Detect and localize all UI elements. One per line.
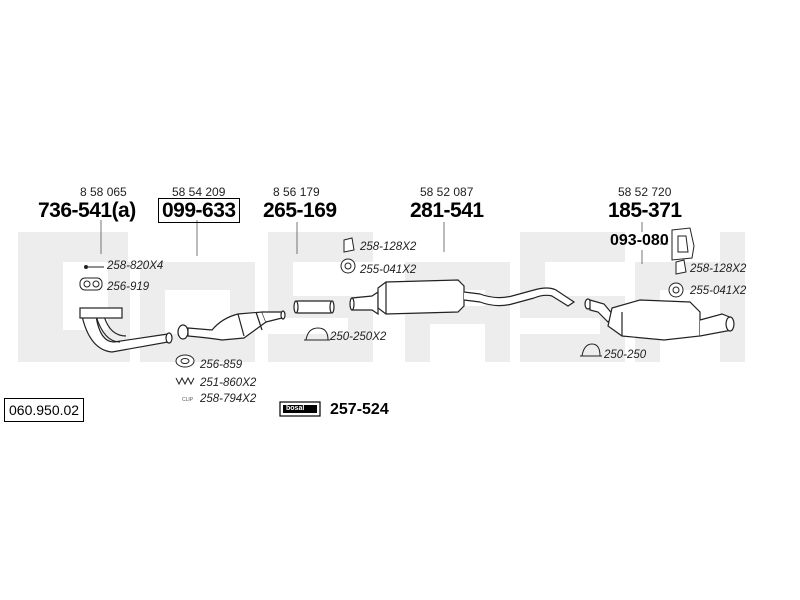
diagram-reference: 060.950.02 xyxy=(4,398,85,422)
accessory-gasket-front: 256-919 xyxy=(107,281,150,293)
rear-silencer-185-371 xyxy=(584,298,735,341)
middle-silencer-281-541 xyxy=(349,279,576,316)
oe-number-1: 8 58 065 xyxy=(80,185,127,199)
part-number-middle-silencer: 281-541 xyxy=(410,199,484,222)
pipe-265-169 xyxy=(293,300,335,314)
kit-part-number: 257-524 xyxy=(330,401,389,418)
clip-mark: CLIP xyxy=(182,397,194,403)
small-parts xyxy=(79,227,695,386)
accessory-clip: 258-794X2 xyxy=(200,393,257,405)
part-number-rear-silencer: 185-371 xyxy=(608,199,682,222)
oe-number-5: 58 52 720 xyxy=(618,185,672,199)
accessory-clamp-pipe: 250-250X2 xyxy=(330,331,387,343)
accessory-clamp-rear: 258-128X2 xyxy=(690,263,747,275)
part-number-pipe: 265-169 xyxy=(263,199,337,222)
accessory-rubber-middle: 255-041X2 xyxy=(360,264,417,276)
brand-watermark xyxy=(18,232,745,362)
oe-number-4: 58 52 087 xyxy=(420,185,474,199)
accessory-clamp-silencer: 250-250 xyxy=(604,349,647,361)
accessory-gasket-catalyst: 256-859 xyxy=(200,359,243,371)
leader-lines xyxy=(100,220,668,264)
catalyst-099-633 xyxy=(177,310,286,341)
accessory-bolt: 258-820X4 xyxy=(107,260,164,272)
brand-logo: bosal xyxy=(286,405,305,412)
front-pipe-736-541 xyxy=(79,307,173,353)
oe-number-3: 8 56 179 xyxy=(273,185,320,199)
oe-number-2: 58 54 209 xyxy=(172,185,226,199)
kit-box xyxy=(279,401,321,417)
accessory-rubber-rear: 255-041X2 xyxy=(690,285,747,297)
part-number-hanger: 093-080 xyxy=(610,232,669,249)
part-number-front-pipe: 736-541(a) xyxy=(38,199,136,222)
accessory-spring: 251-860X2 xyxy=(200,377,257,389)
part-number-catalyst: 099-633 xyxy=(158,198,240,223)
accessory-clamp-middle: 258-128X2 xyxy=(360,241,417,253)
